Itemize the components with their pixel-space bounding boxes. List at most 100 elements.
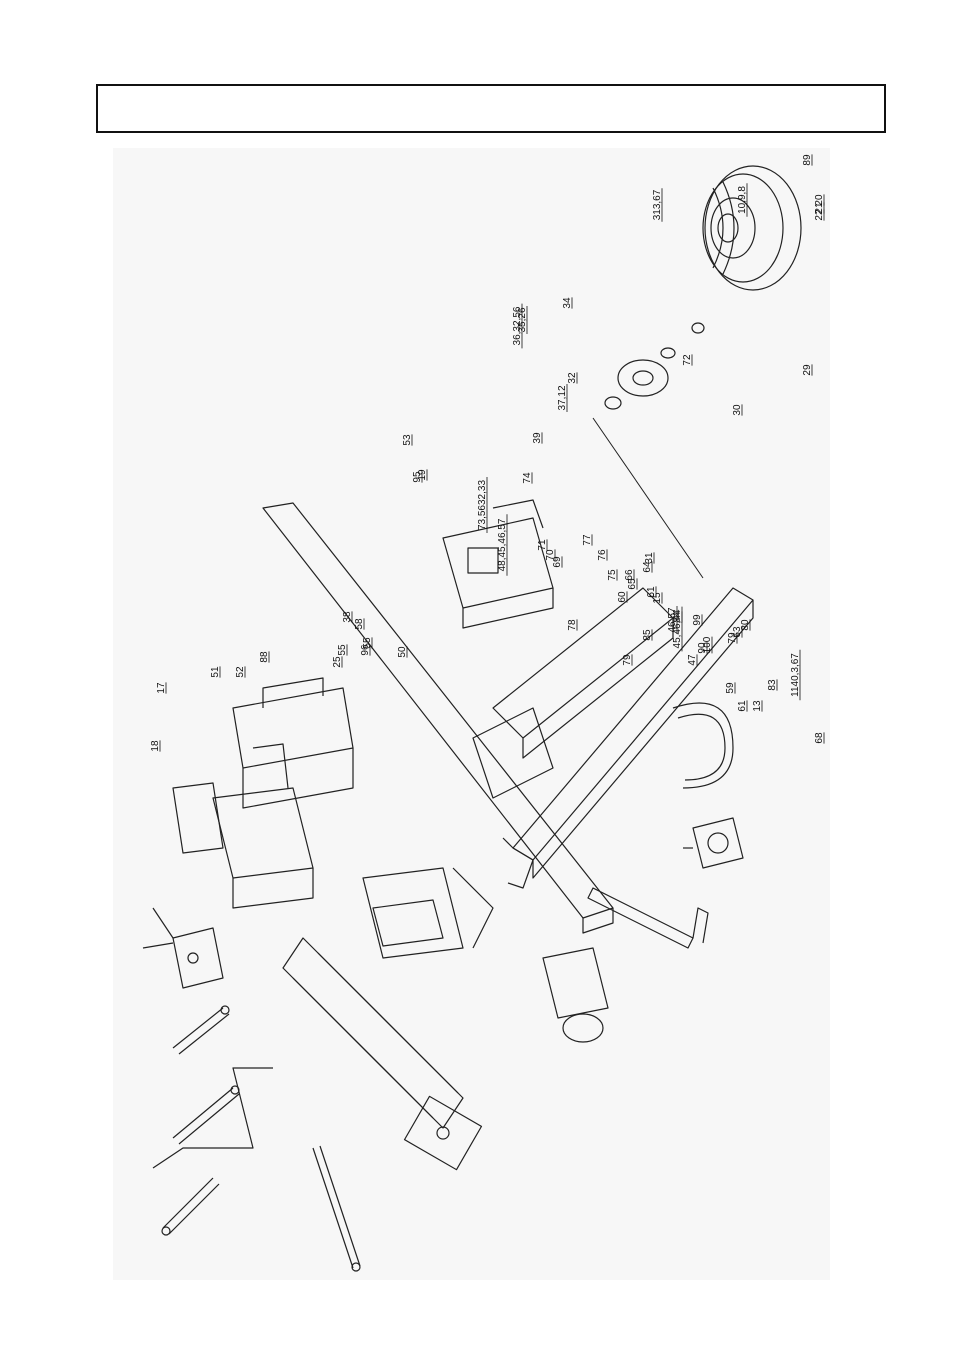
engine-mount-frame [472, 587, 674, 799]
callout-17: 17 [156, 682, 167, 694]
callout-66: 66 [624, 569, 635, 581]
callout-85: 85 [642, 629, 653, 641]
callout-47: 47 [687, 654, 698, 666]
callout-77: 77 [582, 534, 593, 546]
callout-58: 58 [354, 618, 365, 630]
callout-11-40-3-67: 1140,3,67 [790, 649, 801, 701]
callout-29: 29 [802, 364, 813, 376]
callout-label: 65 [627, 578, 638, 590]
callout-label: 47 [687, 654, 698, 666]
callout-19: 19 [417, 469, 428, 481]
callout-label: 46,57 [667, 607, 678, 632]
callout-13b: 13 [752, 700, 763, 712]
callout-84: 84 [672, 611, 683, 623]
callout-15b: 15 [652, 592, 663, 604]
callout-label: 13 [752, 700, 763, 712]
callout-label: 90 [697, 642, 708, 654]
callout-53: 53 [402, 434, 413, 446]
callout-label: 30 [732, 404, 743, 416]
callout-label: 89 [802, 154, 813, 166]
callout-label: 59 [725, 682, 736, 694]
callout-label: 79 [727, 632, 738, 644]
callout-32: 32 [567, 372, 578, 384]
wheel-tire [702, 165, 802, 291]
exploded-parts-diagram: 2,3,4,5811,3215671314165415919293949610,… [113, 148, 830, 1280]
callout-label: 36,32,56 [512, 306, 523, 345]
callout-label: 45,46,44 [672, 609, 683, 648]
callout-76: 76 [597, 549, 608, 561]
callout-55a: 55 [337, 644, 348, 656]
callout-label: 88 [259, 651, 270, 663]
callout-78: 78 [567, 619, 578, 631]
callout-label: 52 [235, 666, 246, 678]
callout-38: 38 [342, 611, 353, 623]
callout-label: 69 [552, 556, 563, 568]
callout-label: 32 [567, 372, 578, 384]
callout-74: 74 [522, 472, 533, 484]
callout-label: 64 [642, 561, 653, 573]
callout-label: 60 [617, 591, 628, 603]
callout-label: 79 [622, 654, 633, 666]
callout-83: 83 [767, 679, 778, 691]
callout-label: 78 [567, 619, 578, 631]
header-title-box [96, 84, 886, 133]
callout-36-32-56: 36,32,56 [512, 303, 523, 349]
callout-60: 60 [617, 591, 628, 603]
callout-label: 20 [814, 194, 825, 206]
callout-label: 15 [652, 592, 663, 604]
callout-39: 39 [532, 432, 543, 444]
callout-label: 74 [522, 472, 533, 484]
axle-line [592, 417, 704, 579]
callout-label: 48,45,46,57 [497, 518, 508, 571]
callout-label: 31 [644, 552, 655, 564]
callout-63: 63 [732, 626, 743, 638]
callout-100: 100 [702, 636, 713, 654]
callout-label: 313,67 [652, 189, 663, 220]
return-hose [672, 702, 734, 789]
callout-90: 90 [697, 642, 708, 654]
callout-61b: 61 [737, 700, 748, 712]
callout-label: 51 [210, 666, 221, 678]
callout-89: 89 [802, 154, 813, 166]
callout-label: 63 [732, 626, 743, 638]
callout-label: 37,12 [557, 385, 568, 410]
callout-label: 84 [672, 611, 683, 623]
callout-65: 65 [627, 578, 638, 590]
callout-37-12: 37,12 [557, 384, 568, 412]
callout-label: 73,5632,33 [477, 480, 488, 530]
callout-96b: 96 [360, 644, 371, 656]
callout-70: 70 [545, 549, 556, 561]
push-plate [362, 867, 494, 959]
callout-313-67: 313,67 [652, 188, 663, 222]
callout-label: 99 [692, 614, 703, 626]
hydraulic-cylinder [282, 937, 483, 1171]
left-support-frame [172, 743, 314, 909]
upper-rail [262, 502, 614, 934]
callout-label: 34 [562, 297, 573, 309]
callout-label: 55 [337, 644, 348, 656]
callout-71: 71 [537, 539, 548, 551]
callout-61a: 61 [646, 586, 657, 598]
callout-label: 29 [802, 364, 813, 376]
callout-72: 72 [682, 354, 693, 366]
callout-label: 1140,3,67 [790, 653, 801, 697]
callout-label: 96 [360, 644, 371, 656]
callout-label: 72 [682, 354, 693, 366]
callout-68: 68 [814, 732, 825, 744]
callout-22a: 22 [814, 209, 825, 221]
hydraulic-pump [683, 817, 744, 869]
callout-label: 61 [646, 586, 657, 598]
callout-label: 85 [642, 629, 653, 641]
callout-label: 18 [150, 740, 161, 752]
callout-79b: 79 [727, 632, 738, 644]
callout-label: 19 [417, 469, 428, 481]
callout-label: 75 [607, 569, 618, 581]
callout-label: 68 [814, 732, 825, 744]
callout-99: 99 [692, 614, 703, 626]
pins-and-rods [152, 1005, 361, 1272]
callout-35-26: 35,26 [517, 306, 528, 334]
callout-30: 30 [732, 404, 743, 416]
callout-79a: 79 [622, 654, 633, 666]
callout-label: 17 [156, 682, 167, 694]
callout-73-56-32-33: 73,5632,33 [477, 477, 488, 533]
